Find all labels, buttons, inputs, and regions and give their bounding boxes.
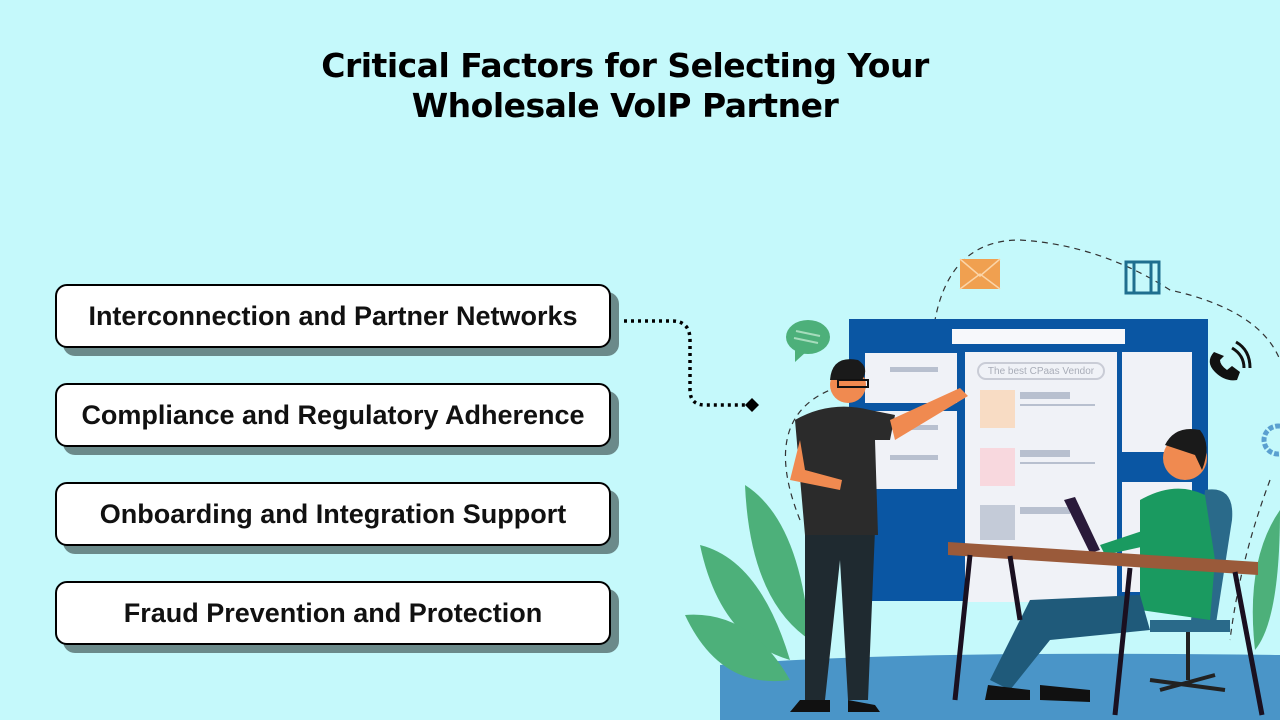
laptop-icon — [1064, 497, 1100, 553]
standing-presenter — [790, 359, 968, 712]
connector-diamond — [745, 398, 759, 412]
envelope-icon — [959, 258, 1001, 290]
seated-user — [985, 429, 1215, 702]
factor-card-fraud-prevention: Fraud Prevention and Protection — [55, 581, 611, 645]
leaves — [685, 485, 1280, 682]
film-icon — [1124, 260, 1161, 295]
chat-bubble-icon — [786, 320, 830, 362]
board-banner: The best CPaas Vendor — [977, 362, 1105, 380]
title-line-2: Wholesale VoIP Partner — [411, 86, 839, 125]
factor-card-interconnection: Interconnection and Partner Networks — [55, 284, 611, 348]
office-chair — [1149, 489, 1233, 692]
title-line-1: Critical Factors for Selecting Your — [321, 46, 929, 85]
phone-icon — [1209, 340, 1252, 381]
connector-line — [624, 319, 745, 407]
factor-card-compliance: Compliance and Regulatory Adherence — [55, 383, 611, 447]
desk — [948, 542, 1265, 716]
page-title: Critical Factors for Selecting Your Whol… — [0, 46, 1250, 126]
gear-icon — [1261, 423, 1280, 457]
floor — [720, 653, 1280, 720]
factor-card-onboarding: Onboarding and Integration Support — [55, 482, 611, 546]
dashed-orbit — [784, 239, 1280, 521]
